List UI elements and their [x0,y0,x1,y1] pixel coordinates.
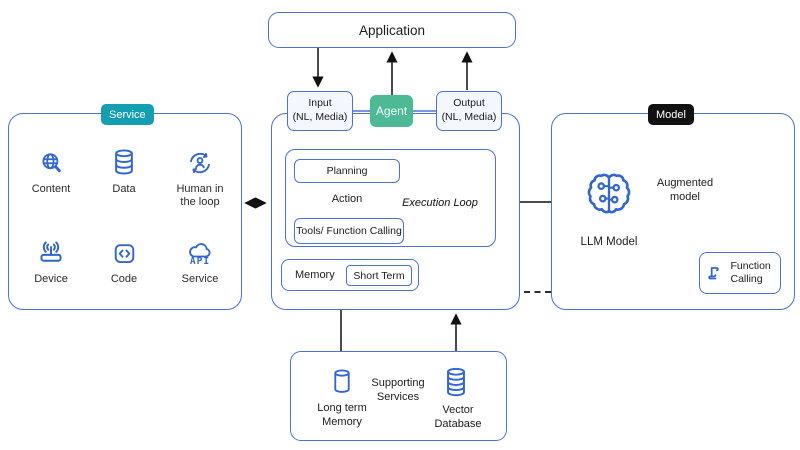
short-term-box: Short Term [346,265,412,286]
function-calling-box: Function Calling [699,252,781,294]
database-icon [110,146,138,180]
supporting-services-label: Supporting Services [371,377,425,404]
planning-label: Planning [326,165,368,177]
service-badge: Service [101,104,154,125]
service-item-service: API Service [169,236,231,286]
human-loop-icon [186,146,214,180]
model-panel: Model LLM Model Augmented model Funct [551,104,795,310]
output-label: Output [453,97,485,110]
service-item-content: Content [20,146,82,196]
service-item-label: Content [31,183,71,195]
vector-database-icon [442,366,470,399]
globe-search-icon [38,146,65,180]
cloud-api-icon: API [186,236,214,270]
tools-label: Tools/ Function Calling [296,225,402,237]
memory-box: Memory Short Term [281,259,419,291]
long-term-memory-label: Long term Memory [317,402,367,429]
service-item-label: Data [112,183,136,195]
planning-box: Planning [294,159,400,183]
execution-loop-label: Execution Loop [402,197,478,209]
application-label: Application [358,22,426,38]
agent-panel: Planning Action Tools/ Function Calling … [271,113,520,310]
output-sublabel: (NL, Media) [441,111,497,123]
service-item-human-in-the-loop: Human in the loop [169,146,231,209]
agent-badge: Agent [370,95,413,127]
input-label: Input [308,97,332,110]
service-item-device: Device [20,236,82,286]
function-calling-label: Function Calling [730,259,771,285]
action-label: Action [331,193,363,205]
llm-model-label: LLM Model [580,236,638,248]
input-box: Input (NL, Media) [287,91,353,131]
service-panel: Service Content Dat [8,104,242,310]
service-item-data: Data [93,146,155,196]
service-item-label: Service [181,273,219,285]
vector-database-label: Vector Database [434,404,482,431]
router-icon [37,236,65,270]
action-container: Planning Action Tools/ Function Calling … [285,149,496,247]
service-item-label: Code [110,273,138,285]
tools-function-calling-box: Tools/ Function Calling [294,218,404,244]
output-box: Output (NL, Media) [436,91,502,131]
function-scroll-icon [704,263,724,283]
input-sublabel: (NL, Media) [292,111,348,123]
service-item-label: Device [34,273,68,285]
application-box: Application [268,12,516,48]
brain-icon [584,169,634,223]
long-term-memory-icon [329,367,355,398]
memory-label: Memory [295,269,335,281]
model-badge: Model [648,104,694,125]
service-item-label: Human in the loop [176,183,224,208]
api-label: API [189,255,211,267]
support-panel: Long term Memory Supporting Services Vec… [290,351,507,441]
code-icon [111,236,138,270]
augmented-model-label: Augmented model [656,177,714,204]
short-term-label: Short Term [353,269,405,282]
service-item-code: Code [93,236,155,286]
